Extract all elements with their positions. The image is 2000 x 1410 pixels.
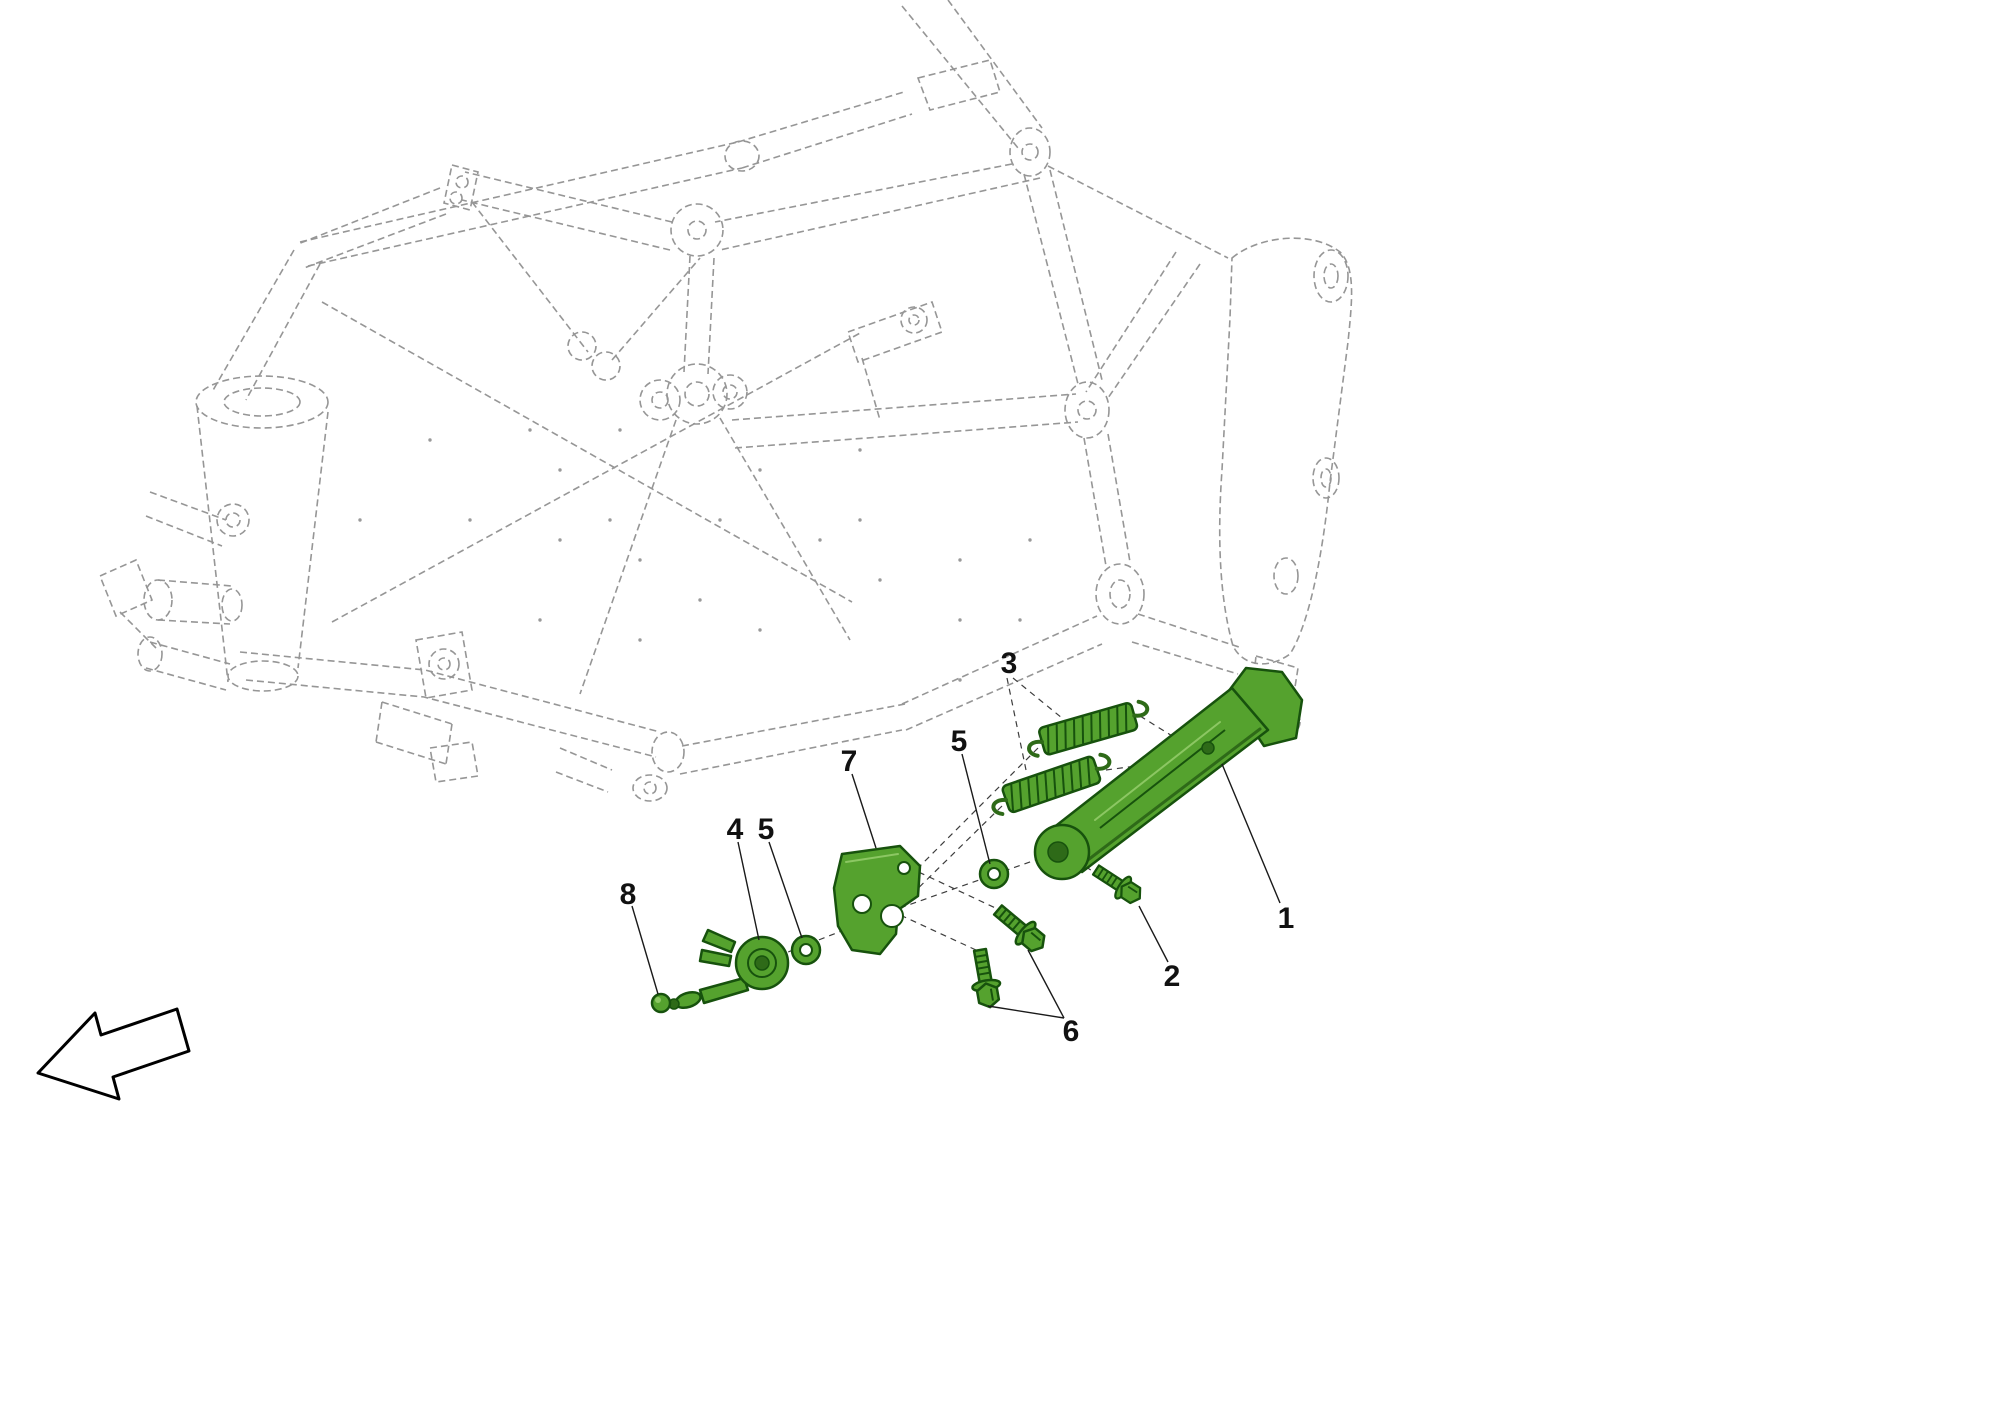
- callout-1: 1: [1278, 902, 1295, 935]
- switch-lever: [698, 976, 750, 1005]
- flange-bolt-lower: [964, 946, 1006, 1011]
- direction-arrow-icon: [36, 1007, 191, 1101]
- switch-prong-upper: [701, 928, 737, 954]
- part-side-stand-arm: [1033, 666, 1304, 881]
- switch-prong-lower: [698, 948, 733, 968]
- part-switch-screw: [650, 992, 672, 1014]
- callout-3: 3: [1001, 647, 1018, 680]
- part-pivot-bolt: [1088, 858, 1148, 911]
- callout-labels: 1 2 3 4 5 5 6 7 8: [620, 647, 1295, 1048]
- callout-7: 7: [841, 745, 858, 778]
- callout-2: 2: [1164, 960, 1181, 993]
- side-stand-foot: [1226, 666, 1304, 748]
- part-washer-left: [790, 934, 822, 966]
- flange-bolt-upper: [987, 898, 1053, 960]
- callout-leader-lines: [631, 677, 1281, 1019]
- part-flange-bolts: [964, 898, 1053, 1011]
- part-mounting-bracket: [832, 844, 922, 956]
- callout-5-left: 5: [758, 813, 775, 846]
- callout-8: 8: [620, 878, 637, 911]
- part-washer-right: [978, 858, 1010, 890]
- sketch-speckles: [358, 428, 1032, 682]
- part-side-stand-switch: [668, 928, 790, 1010]
- callout-6: 6: [1063, 1015, 1080, 1048]
- callout-4: 4: [727, 813, 744, 846]
- motorcycle-frame-sketch: [98, 0, 1353, 802]
- spring-outer: [1022, 696, 1155, 762]
- callout-5-right: 5: [951, 725, 968, 758]
- spring-anchor-hole: [1201, 741, 1215, 755]
